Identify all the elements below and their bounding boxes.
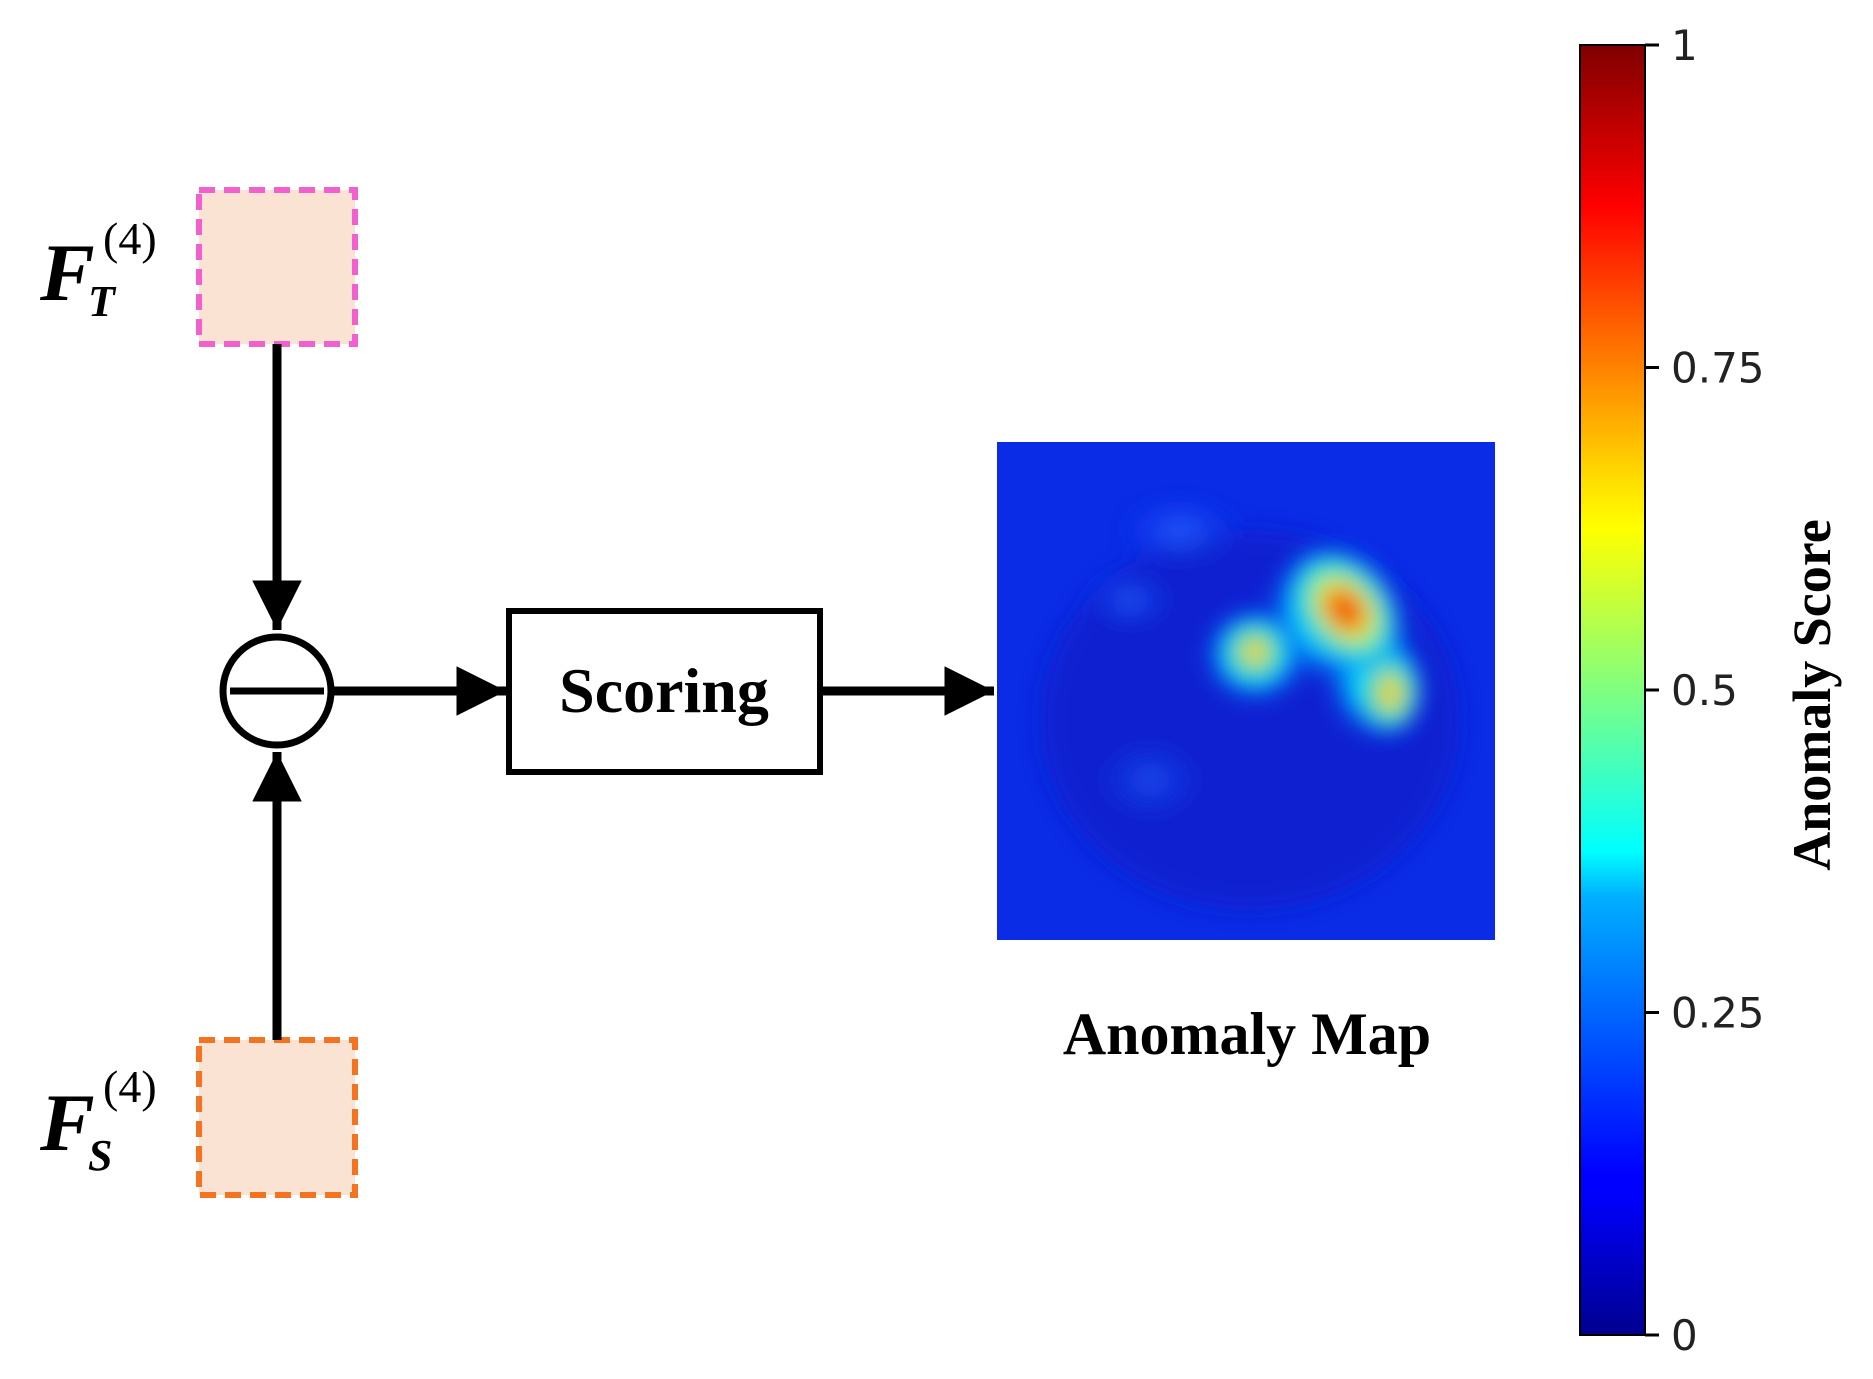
colorbar-tick-label: 0.5 [1671,666,1738,715]
anomaly-map-caption: Anomaly Map [1063,1001,1431,1067]
anomaly-map-image [997,442,1495,940]
svg-text:(4): (4) [103,213,157,264]
svg-text:S: S [88,1131,112,1180]
subtract-circle-icon [219,633,335,749]
colorbar-tick-label: 0.75 [1671,344,1765,393]
scoring-block [506,608,823,775]
student-feature-box [196,1037,358,1198]
svg-text:T: T [88,277,117,326]
colorbar-tick-label: 0.25 [1671,989,1765,1038]
colorbar-tick-label: 1 [1671,21,1698,70]
svg-text:F: F [39,1077,95,1168]
colorbar-ticks: 1 0.75 0.5 0.25 0 [1645,21,1765,1360]
svg-text:F: F [39,227,95,318]
svg-text:(4): (4) [103,1061,157,1112]
teacher-feature-box [196,187,358,347]
colorbar-label: Anomaly Score [1782,519,1842,870]
colorbar-tick-label: 0 [1671,1311,1698,1360]
teacher-feature-label: F T (4) [39,213,157,326]
scoring-label: Scoring [559,655,769,726]
colorbar [1579,44,1646,1336]
student-feature-label: F S (4) [39,1061,157,1180]
